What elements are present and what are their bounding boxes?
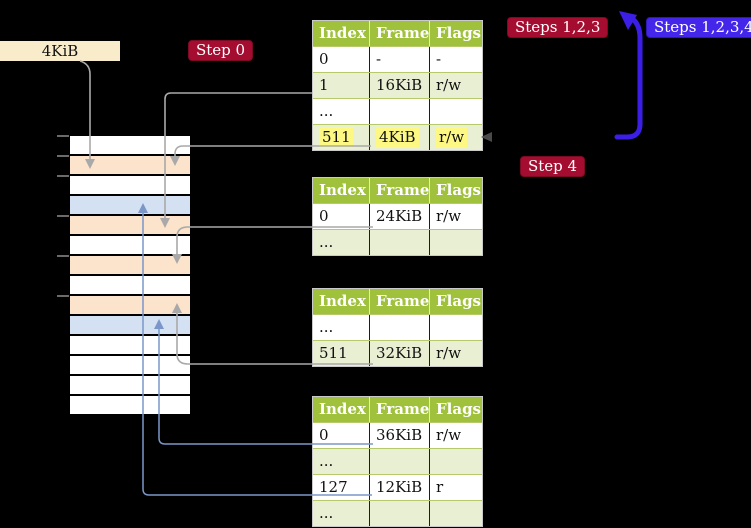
- highlighted-value: r/w: [436, 127, 468, 148]
- table-row: 511 4KiB r/w: [313, 124, 482, 150]
- table-cell: r/w: [436, 344, 462, 362]
- column-header-flags: Flags: [436, 292, 481, 310]
- memory-row-blue: [70, 196, 190, 214]
- table-cell: 1: [313, 73, 370, 98]
- memory-row-white: [70, 356, 190, 374]
- table-cell: 12KiB: [370, 475, 430, 500]
- table-cell: -: [436, 50, 442, 68]
- table-cell: r/w: [436, 76, 462, 94]
- table-cell: 4KiB: [370, 125, 430, 150]
- table-cell: [370, 230, 430, 255]
- table-cell: [370, 315, 430, 340]
- table-cell: -: [370, 47, 430, 72]
- table-row: ...: [313, 500, 482, 526]
- column-header-index: Index: [313, 289, 370, 314]
- memory-row-white: [70, 376, 190, 394]
- table-cell: 0: [313, 204, 370, 229]
- table-cell: r/w: [430, 125, 482, 150]
- highlighted-value: 511: [319, 127, 354, 148]
- table-cell: 127: [313, 475, 370, 500]
- table-cell: [370, 99, 430, 124]
- steps123-badge: Steps 1,2,3: [507, 17, 609, 38]
- column-header-index: Index: [313, 178, 370, 203]
- memory-row-blue: [70, 316, 190, 334]
- table-cell: 0: [313, 423, 370, 448]
- table-cell: 511: [313, 125, 370, 150]
- column-header-frame: Frame: [370, 397, 430, 422]
- table-cell: r/w: [436, 207, 462, 225]
- memory-strip: [70, 136, 190, 416]
- steps-loop-arrow: [614, 14, 643, 140]
- table-cell: ...: [313, 99, 370, 124]
- steps-loop-arrowhead: [619, 11, 637, 30]
- table-cell: ...: [313, 449, 370, 474]
- memory-row-peach: [70, 156, 190, 174]
- steps1234-badge: Steps 1,2,3,4: [646, 17, 751, 38]
- memory-tick-marks: [57, 135, 69, 297]
- column-header-index: Index: [313, 21, 370, 46]
- table-row: ...: [313, 98, 482, 124]
- memory-row-peach: [70, 296, 190, 314]
- table-cell: [370, 501, 430, 526]
- table-cell: [430, 99, 482, 124]
- table-cell: ...: [313, 501, 370, 526]
- memory-row-peach: [70, 256, 190, 274]
- table-cell: 0: [313, 47, 370, 72]
- step0-badge: Step 0: [188, 40, 254, 61]
- memory-row-white: [70, 336, 190, 354]
- table-cell: 36KiB: [370, 423, 430, 448]
- table-row: 0--: [313, 46, 482, 72]
- table-cell: 511: [313, 341, 370, 366]
- memory-row-white: [70, 236, 190, 254]
- table-row: ...: [313, 448, 482, 474]
- column-header-frame: Frame: [370, 21, 430, 46]
- memory-row-white: [70, 136, 190, 154]
- table-cell: 16KiB: [370, 73, 430, 98]
- memory-row-white: [70, 276, 190, 294]
- highlighted-value: 4KiB: [376, 127, 419, 148]
- column-header-frame: Frame: [370, 289, 430, 314]
- table-cell: 24KiB: [370, 204, 430, 229]
- table-cell: [430, 315, 482, 340]
- column-header-flags: Flags: [436, 24, 481, 42]
- memory-row-peach: [70, 216, 190, 234]
- memory-row-white: [70, 176, 190, 194]
- column-header-index: Index: [313, 397, 370, 422]
- page-size-label: 4KiB: [0, 41, 120, 61]
- table-row: ...: [313, 314, 482, 340]
- table-cell: ...: [313, 315, 370, 340]
- table-cell: [430, 449, 482, 474]
- column-header-flags: Flags: [436, 181, 481, 199]
- table-cell: r: [436, 478, 444, 496]
- column-header-flags: Flags: [436, 400, 481, 418]
- table-cell: r/w: [436, 426, 462, 444]
- column-header-frame: Frame: [370, 178, 430, 203]
- table-cell: [430, 501, 482, 526]
- table-cell: [370, 449, 430, 474]
- table-cell: [430, 230, 482, 255]
- table-cell: ...: [313, 230, 370, 255]
- table-cell: 32KiB: [370, 341, 430, 366]
- step4-badge: Step 4: [520, 156, 586, 177]
- memory-row-white: [70, 396, 190, 414]
- table-row: ...: [313, 229, 482, 255]
